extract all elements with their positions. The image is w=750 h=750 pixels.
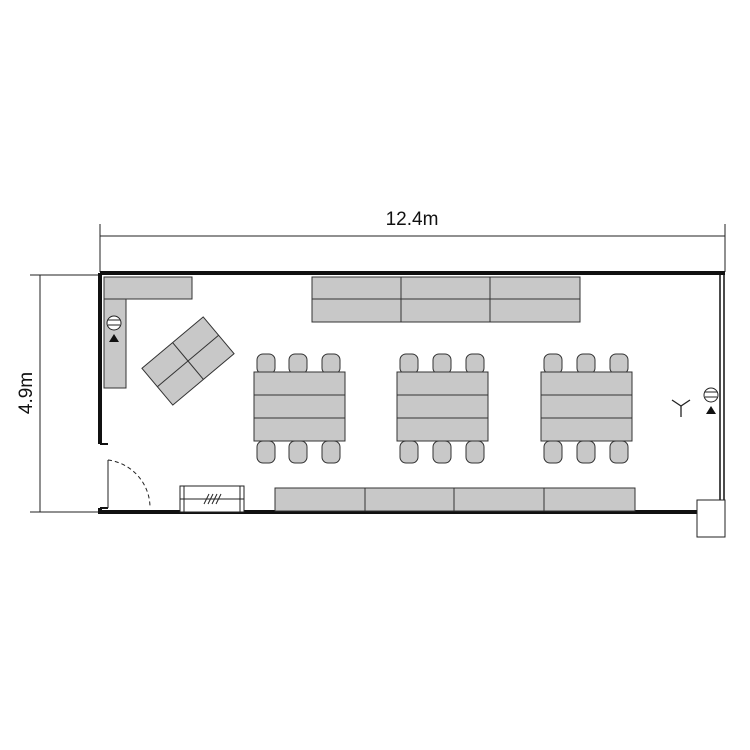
chairs-bottom — [399, 440, 485, 464]
table-group-3 — [540, 353, 633, 464]
table — [396, 417, 489, 442]
table — [253, 417, 346, 442]
table — [396, 371, 489, 396]
height-label: 4.9m — [16, 372, 37, 414]
table — [540, 394, 633, 419]
outlet-icon — [703, 387, 719, 414]
column-box — [696, 499, 726, 538]
outlet-icon — [106, 315, 122, 342]
chairs-bottom — [256, 440, 341, 464]
table — [396, 394, 489, 419]
coat-rack-icon — [179, 485, 245, 513]
chairs-bottom — [543, 440, 629, 464]
chairs-top — [256, 353, 341, 375]
table — [253, 371, 346, 396]
table-group-1 — [253, 353, 346, 464]
counter-bottom-row — [274, 487, 636, 512]
table-group-2 — [396, 353, 489, 464]
chairs-top — [543, 353, 629, 375]
angled-sofa — [141, 316, 235, 406]
door-swing-icon — [107, 459, 151, 509]
width-label: 12.4m — [386, 209, 439, 230]
ceiling-light-icon — [671, 399, 691, 417]
cabinet-left — [103, 298, 127, 389]
height-dimension: 4.9m — [16, 274, 100, 513]
chairs-top — [399, 353, 485, 375]
counter-top-row — [311, 276, 581, 323]
counter-top-left — [103, 276, 193, 300]
table — [540, 417, 633, 442]
table — [253, 394, 346, 419]
table — [540, 371, 633, 396]
width-dimension: 12.4m — [99, 209, 726, 272]
